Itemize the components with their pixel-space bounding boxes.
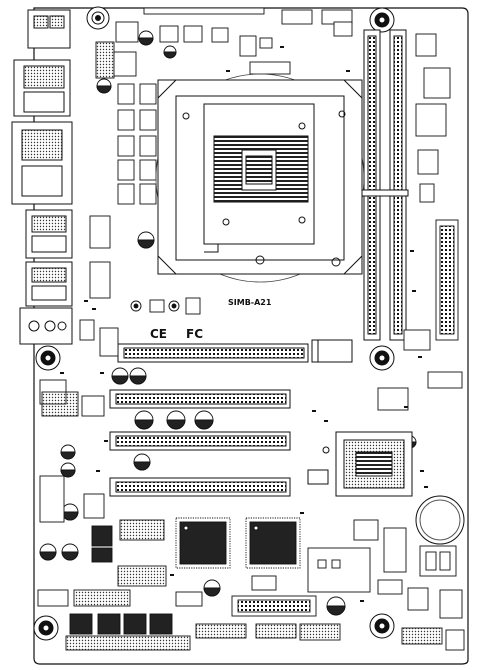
capacitor-icon (133, 453, 151, 471)
capacitor-icon (39, 543, 57, 561)
chip-icon (245, 517, 301, 569)
connector-icon (123, 613, 147, 635)
right-side-components (377, 33, 463, 411)
tactile-switches (130, 297, 201, 315)
rear-io-panel (11, 9, 73, 345)
mounting-hole-icon (35, 345, 61, 371)
capacitor-icon (96, 78, 112, 94)
model-label: SIMB-A21 (228, 298, 272, 307)
capacitor-icon (61, 543, 79, 561)
capacitor-icon (203, 579, 221, 597)
capacitor-icon (111, 367, 129, 385)
capacitor-icon (166, 410, 186, 430)
capacitor-icon (134, 410, 154, 430)
mounting-hole-icon (369, 7, 395, 33)
cmos-battery (415, 495, 465, 545)
capacitor-icon (60, 462, 76, 478)
capacitor-icon (138, 30, 154, 46)
chip-icon (175, 517, 231, 569)
mounting-holes (33, 6, 395, 641)
ce-mark: CE (150, 327, 167, 341)
bottom-headers (65, 575, 465, 651)
capacitor-icon (194, 410, 214, 430)
dimm-slots (361, 29, 409, 341)
capacitor-icon (129, 367, 147, 385)
capacitor-icon (137, 231, 155, 249)
connector-icon (97, 613, 121, 635)
pci-slots (109, 389, 291, 497)
connector-icon (149, 613, 173, 635)
capacitor-icon (326, 596, 346, 616)
chipset (307, 431, 413, 497)
fc-mark: FC (186, 327, 203, 341)
lower-left-components (37, 319, 203, 607)
mounting-hole-icon (33, 615, 59, 641)
connector-icon (69, 613, 93, 635)
mounting-hole-icon (86, 6, 110, 30)
top-components (95, 7, 353, 79)
fan-header (281, 9, 313, 25)
smd-components (60, 46, 428, 602)
pcie-x16-slot (117, 339, 353, 363)
front-panel-header (195, 623, 247, 639)
capacitor-icon (60, 444, 76, 460)
mounting-hole-icon (369, 345, 395, 371)
vrm-section (89, 83, 157, 299)
qfp-chips (175, 517, 301, 569)
capacitor-icon (163, 45, 177, 59)
lower-right-components (307, 519, 463, 619)
cpu-socket (155, 73, 365, 283)
mounting-hole-icon (369, 613, 395, 639)
